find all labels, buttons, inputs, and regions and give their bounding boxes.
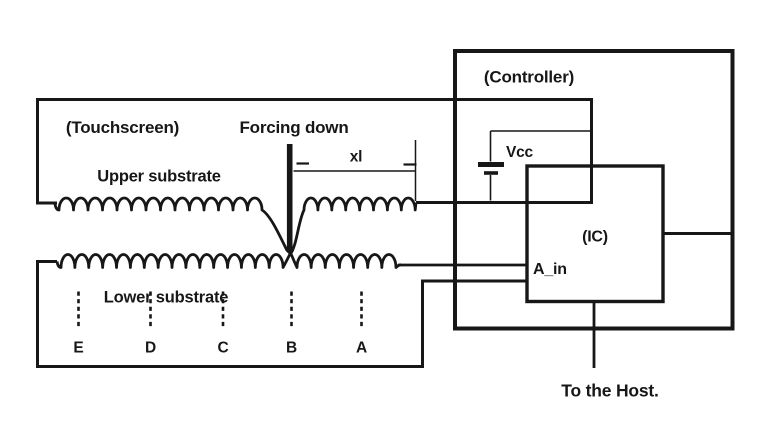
electrode-label-d: D <box>145 340 156 357</box>
host-label: To the Host. <box>561 381 658 401</box>
controller-label: (Controller) <box>484 68 574 87</box>
electrode-label-c: C <box>218 340 229 357</box>
ic-label: (IC) <box>582 229 608 246</box>
a-in-label: A_in <box>533 261 567 278</box>
electrode-label-b: B <box>286 340 297 357</box>
electrode-label-a: A <box>356 340 367 357</box>
lower-substrate-wave <box>55 252 402 269</box>
electrode-label-e: E <box>73 340 83 357</box>
forcing-down-label: Forcing down <box>239 118 348 137</box>
lower-substrate-label: Lower substrate <box>104 289 228 307</box>
controller-box <box>453 49 735 331</box>
touchscreen-label: (Touchscreen) <box>66 118 179 137</box>
lower-substrate-loop <box>36 260 526 368</box>
distance-label: xl <box>350 149 363 166</box>
electrode-markers <box>77 291 363 328</box>
upper-substrate-label: Upper substrate <box>97 168 221 186</box>
vcc-label: Vcc <box>506 144 534 161</box>
distance-dimension <box>293 140 417 201</box>
battery-icon <box>478 130 592 201</box>
upper-substrate-wave <box>53 196 418 255</box>
touchscreen-outline <box>36 98 593 205</box>
